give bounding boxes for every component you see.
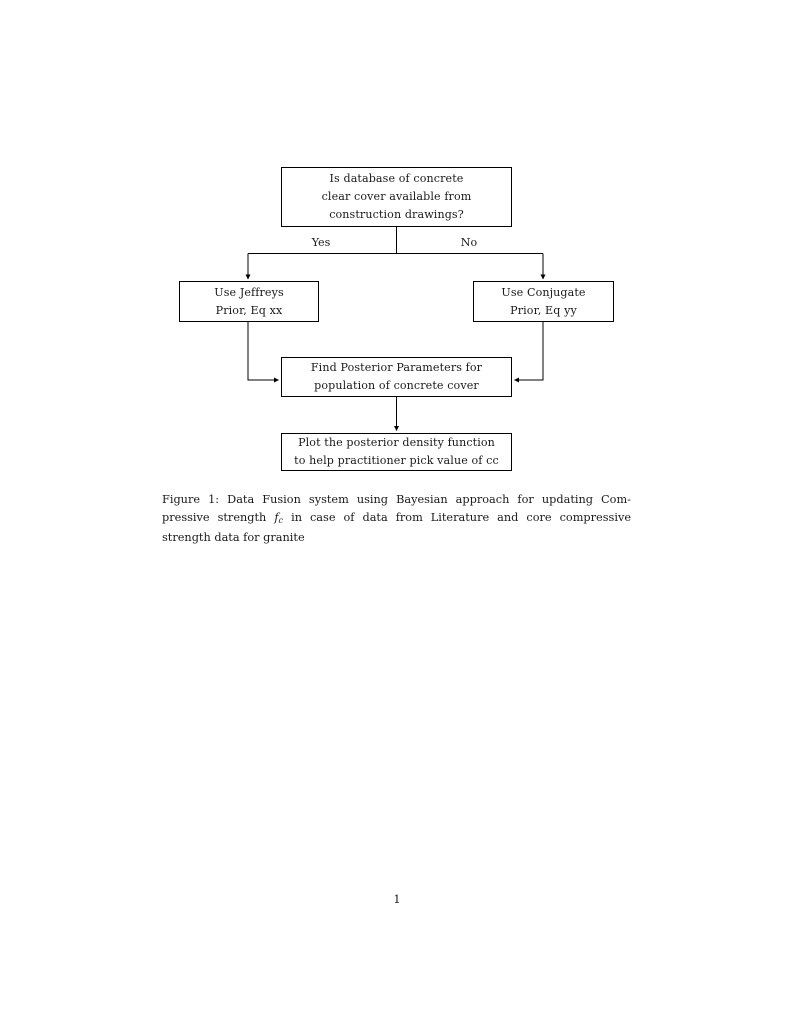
caption-text-part-1: Data Fusion system using Bayesian approa… xyxy=(162,493,631,524)
flowchart-edges xyxy=(245,227,546,431)
caption-math-base: f xyxy=(274,510,279,524)
node-plot-line-1: Plot the posterior density function xyxy=(298,436,495,449)
edge-label-yes: Yes xyxy=(311,236,331,249)
node-jeffreys-line-1: Use Jeffreys xyxy=(214,285,284,299)
edge-conjugate-to-posterior xyxy=(514,322,544,383)
node-plot-posterior-density[interactable]: Plot the posterior density function to h… xyxy=(281,433,512,471)
node-question-line-2: clear cover available from xyxy=(321,190,472,203)
caption-math-subscript: c xyxy=(278,514,284,525)
node-conjugate-line-1: Use Conjugate xyxy=(501,285,586,299)
node-plot-line-2: to help practitioner pick value of cc xyxy=(294,454,499,467)
caption-text-part-2: in case of data from Literature and core… xyxy=(162,510,632,544)
edge-label-no: No xyxy=(460,236,478,249)
node-posterior-line-2: population of concrete cover xyxy=(314,379,479,392)
caption-math-fc: fc xyxy=(274,510,284,525)
page-number: 1 xyxy=(393,893,401,906)
node-question[interactable]: Is database of concrete clear cover avai… xyxy=(281,167,512,227)
edge-jeffreys-to-posterior xyxy=(247,322,279,383)
node-jeffreys-line-2: Prior, Eq xx xyxy=(215,303,283,317)
caption-label: Figure 1: xyxy=(162,493,220,506)
node-jeffreys-prior[interactable]: Use Jeffreys Prior, Eq xx xyxy=(179,281,319,322)
figure-caption: Figure 1: Data Fusion system using Bayes… xyxy=(162,491,631,546)
node-question-line-1: Is database of concrete xyxy=(329,172,464,185)
node-conjugate-line-2: Prior, Eq yy xyxy=(510,303,577,317)
figure-flowchart: Is database of concrete clear cover avai… xyxy=(0,0,794,500)
node-question-line-3: construction drawings? xyxy=(329,208,464,221)
node-conjugate-prior[interactable]: Use Conjugate Prior, Eq yy xyxy=(473,281,614,322)
node-find-posterior-parameters[interactable]: Find Posterior Parameters for population… xyxy=(281,357,512,397)
node-posterior-line-1: Find Posterior Parameters for xyxy=(310,361,483,374)
